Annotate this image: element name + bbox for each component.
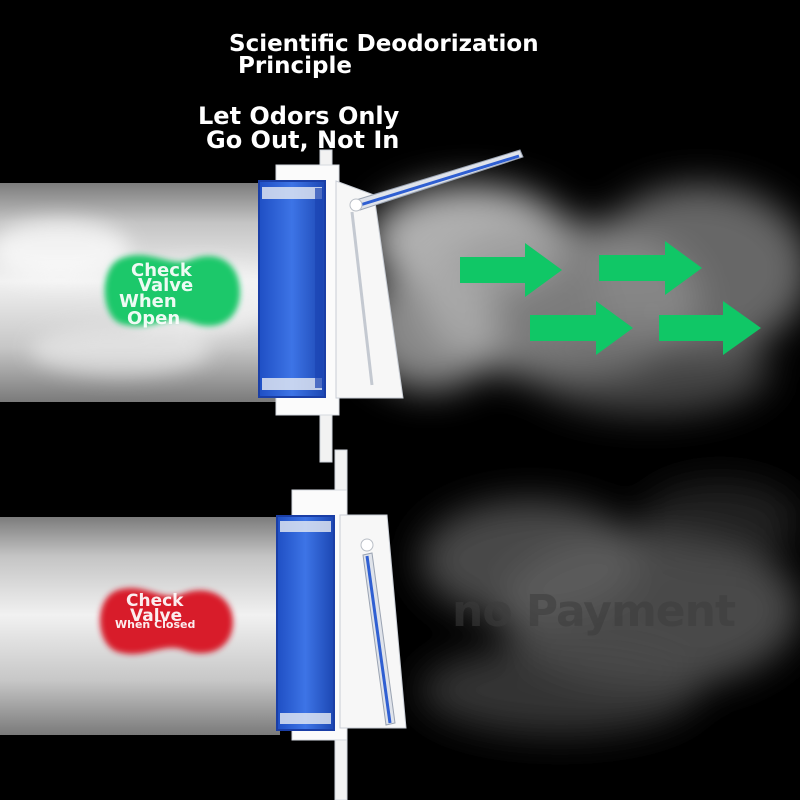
subtitle-line-2: Go Out, Not In [206,126,400,154]
closed-badge-line-3: When Closed [115,618,196,631]
flow-arrow-icon [460,243,562,297]
check-valve-closed [276,449,407,800]
title-line-2: Principle [238,53,352,79]
open-badge-line-3: When [119,291,177,312]
valve-cartridge-top [258,180,326,398]
flow-arrow-icon [530,301,633,355]
check-valve-open [258,149,524,463]
flow-arrows [460,241,761,355]
subtitle-line-1: Let Odors Only [198,102,400,130]
badge-open [104,255,240,327]
badge-open-shape [104,255,240,327]
closed-badge-line-1: Check [126,591,184,611]
flow-arrow-icon [659,301,761,355]
smoke-cloud-bottom [420,480,800,735]
title-line-1: Scientific Deodorization [229,31,539,57]
badge-closed [99,588,234,655]
open-badge-line-1: Check [131,260,192,281]
flow-arrow-icon [599,241,702,295]
open-badge-line-2: Valve [138,275,194,296]
smoke-cloud-top [360,185,800,415]
open-badge-line-4: Open [127,308,181,329]
valve-cartridge-bottom [276,515,335,731]
valve-flap-closed [362,552,396,726]
closed-badge-line-2: Valve [130,606,183,626]
watermark: no Payment [452,586,736,637]
valve-housing-top [335,180,404,399]
badge-closed-shape [99,588,234,655]
